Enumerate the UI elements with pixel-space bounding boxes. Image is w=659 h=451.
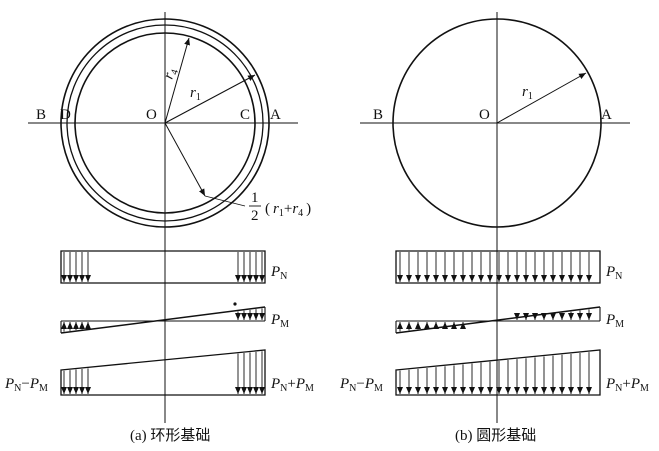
inner-ring-circle [74,32,256,214]
radius-r1-label: r1 [190,85,201,103]
mean-radius-circle [66,24,264,222]
combined-diagram-right [395,349,601,396]
pn-label-left: PN [270,264,287,282]
mean-radius-label: 1 2 (r1+r4) [249,190,311,224]
radius-r4-arrow [164,37,190,124]
point-label-o: O [146,107,157,123]
svg-text:2: 2 [251,208,259,224]
circular-foundation-plan [360,12,630,423]
mean-radius-leader [204,195,246,207]
pm-label-left: PM [270,312,289,330]
mean-radius-arrow [164,122,206,197]
pn-plus-pm-label-left: PN+PM [270,376,314,394]
point-label-c: C [240,107,250,123]
pm-label-right: PM [605,312,624,330]
pn-minus-pm-label-left: PN−PM [4,376,48,394]
radius-r1-arrow [164,74,256,124]
point-label-b: B [36,107,46,123]
stray-dot [233,302,237,306]
pn-label-right: PN [605,264,622,282]
pn-minus-pm-label-right: PN−PM [339,376,383,394]
outer-ring-circle [60,18,270,228]
point-label-o-right: O [479,107,490,123]
caption-left: (a) 环形基础 [130,427,210,444]
pn-diagram-left [60,250,266,284]
radius-r1-label-right: r1 [522,84,533,102]
pm-diagram-left [60,306,266,334]
point-label-a-right: A [601,107,612,123]
radius-r4-label: r4 [161,66,181,82]
point-label-d: D [60,107,71,123]
combined-diagram-left [60,349,266,396]
point-label-a: A [270,107,281,123]
foundation-circle [392,18,602,228]
point-label-b-right: B [373,107,383,123]
pn-diagram-right [395,250,601,284]
annular-foundation-plan [28,12,298,423]
pn-plus-pm-label-right: PN+PM [605,376,649,394]
svg-text:(r1+r4): (r1+r4) [265,201,311,219]
pm-diagram-right [395,306,601,334]
caption-right: (b) 圆形基础 [455,427,536,444]
radius-r1-arrow-right [496,72,587,124]
svg-text:1: 1 [251,190,259,206]
